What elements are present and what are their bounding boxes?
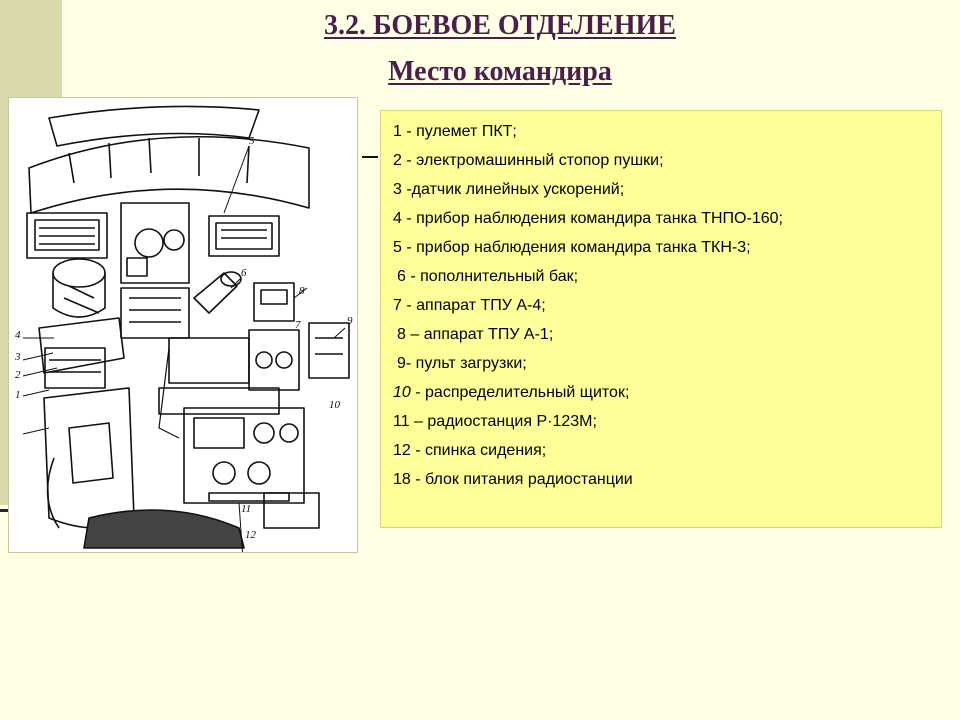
roof-arc <box>28 135 310 214</box>
tpu-box-a4 <box>253 282 295 322</box>
callout-2: 2 <box>15 369 21 381</box>
legend-item-11: 11 – радиостанция Р·123М; <box>393 413 597 430</box>
distribution-panel <box>168 337 250 384</box>
roof-arc <box>48 105 260 147</box>
legend-item-8: 8 – аппарат ТПУ А-1; <box>397 326 554 343</box>
legend-item-4: 4 - прибор наблюдения командира танка ТН… <box>393 210 783 227</box>
callout-5: 5 <box>249 135 255 147</box>
legend-item-2: 2 - электромашинный стопор пушки; <box>393 152 664 169</box>
callout-8: 8 <box>299 285 305 297</box>
accent-line <box>0 509 10 512</box>
callout-4: 4 <box>15 329 21 341</box>
seat-back <box>83 509 245 549</box>
callout-12: 12 <box>245 529 257 541</box>
breech-block <box>120 202 190 284</box>
legend-item-5: 5 - прибор наблюдения командира танка ТК… <box>393 239 751 256</box>
callout-9: 9 <box>347 315 353 327</box>
radio-station <box>183 407 305 504</box>
legend-item-7: 7 - аппарат ТПУ А-4; <box>393 297 546 314</box>
auxiliary-tank <box>193 272 238 314</box>
page-subtitle: Место командира <box>388 56 612 87</box>
page-title: 3.2. БОЕВОЕ ОТДЕЛЕНИЕ <box>324 10 676 41</box>
legend-item-9: 9- пульт загрузки; <box>397 355 527 372</box>
callout-6: 6 <box>241 267 247 279</box>
pointer-dash <box>362 156 378 158</box>
legend-item-12: 12 - спинка сидения; <box>393 442 547 459</box>
legend-item-6: 6 - пополнительный бак; <box>397 268 579 285</box>
callout-10: 10 <box>329 399 341 411</box>
tpu-box-a1 <box>308 322 350 379</box>
callout-11: 11 <box>241 503 251 515</box>
legend-item-18: 18 - блок питания радиостанции <box>393 471 633 488</box>
legend-item-3: 3 -датчик линейных ускорений; <box>393 181 625 198</box>
periscope <box>52 258 106 288</box>
optic-block-right <box>208 215 280 257</box>
machine-gun <box>38 317 125 374</box>
legend-item-1: 1 - пулемет ПКТ; <box>393 123 517 140</box>
commander-station-drawing: 4 3 2 1 5 6 7 8 9 10 11 12 <box>8 97 358 553</box>
legend-item-10: 10 - распределительный щиток; <box>393 384 630 401</box>
callout-1: 1 <box>15 389 21 401</box>
technical-drawing: 4 3 2 1 5 6 7 8 9 10 11 12 <box>14 105 353 552</box>
power-block <box>263 492 320 529</box>
optic-block-left <box>26 212 108 259</box>
legend-panel: 1 - пулемет ПКТ; 2 - электромашинный сто… <box>380 110 942 528</box>
callout-3: 3 <box>14 351 21 363</box>
callout-7: 7 <box>295 319 301 331</box>
